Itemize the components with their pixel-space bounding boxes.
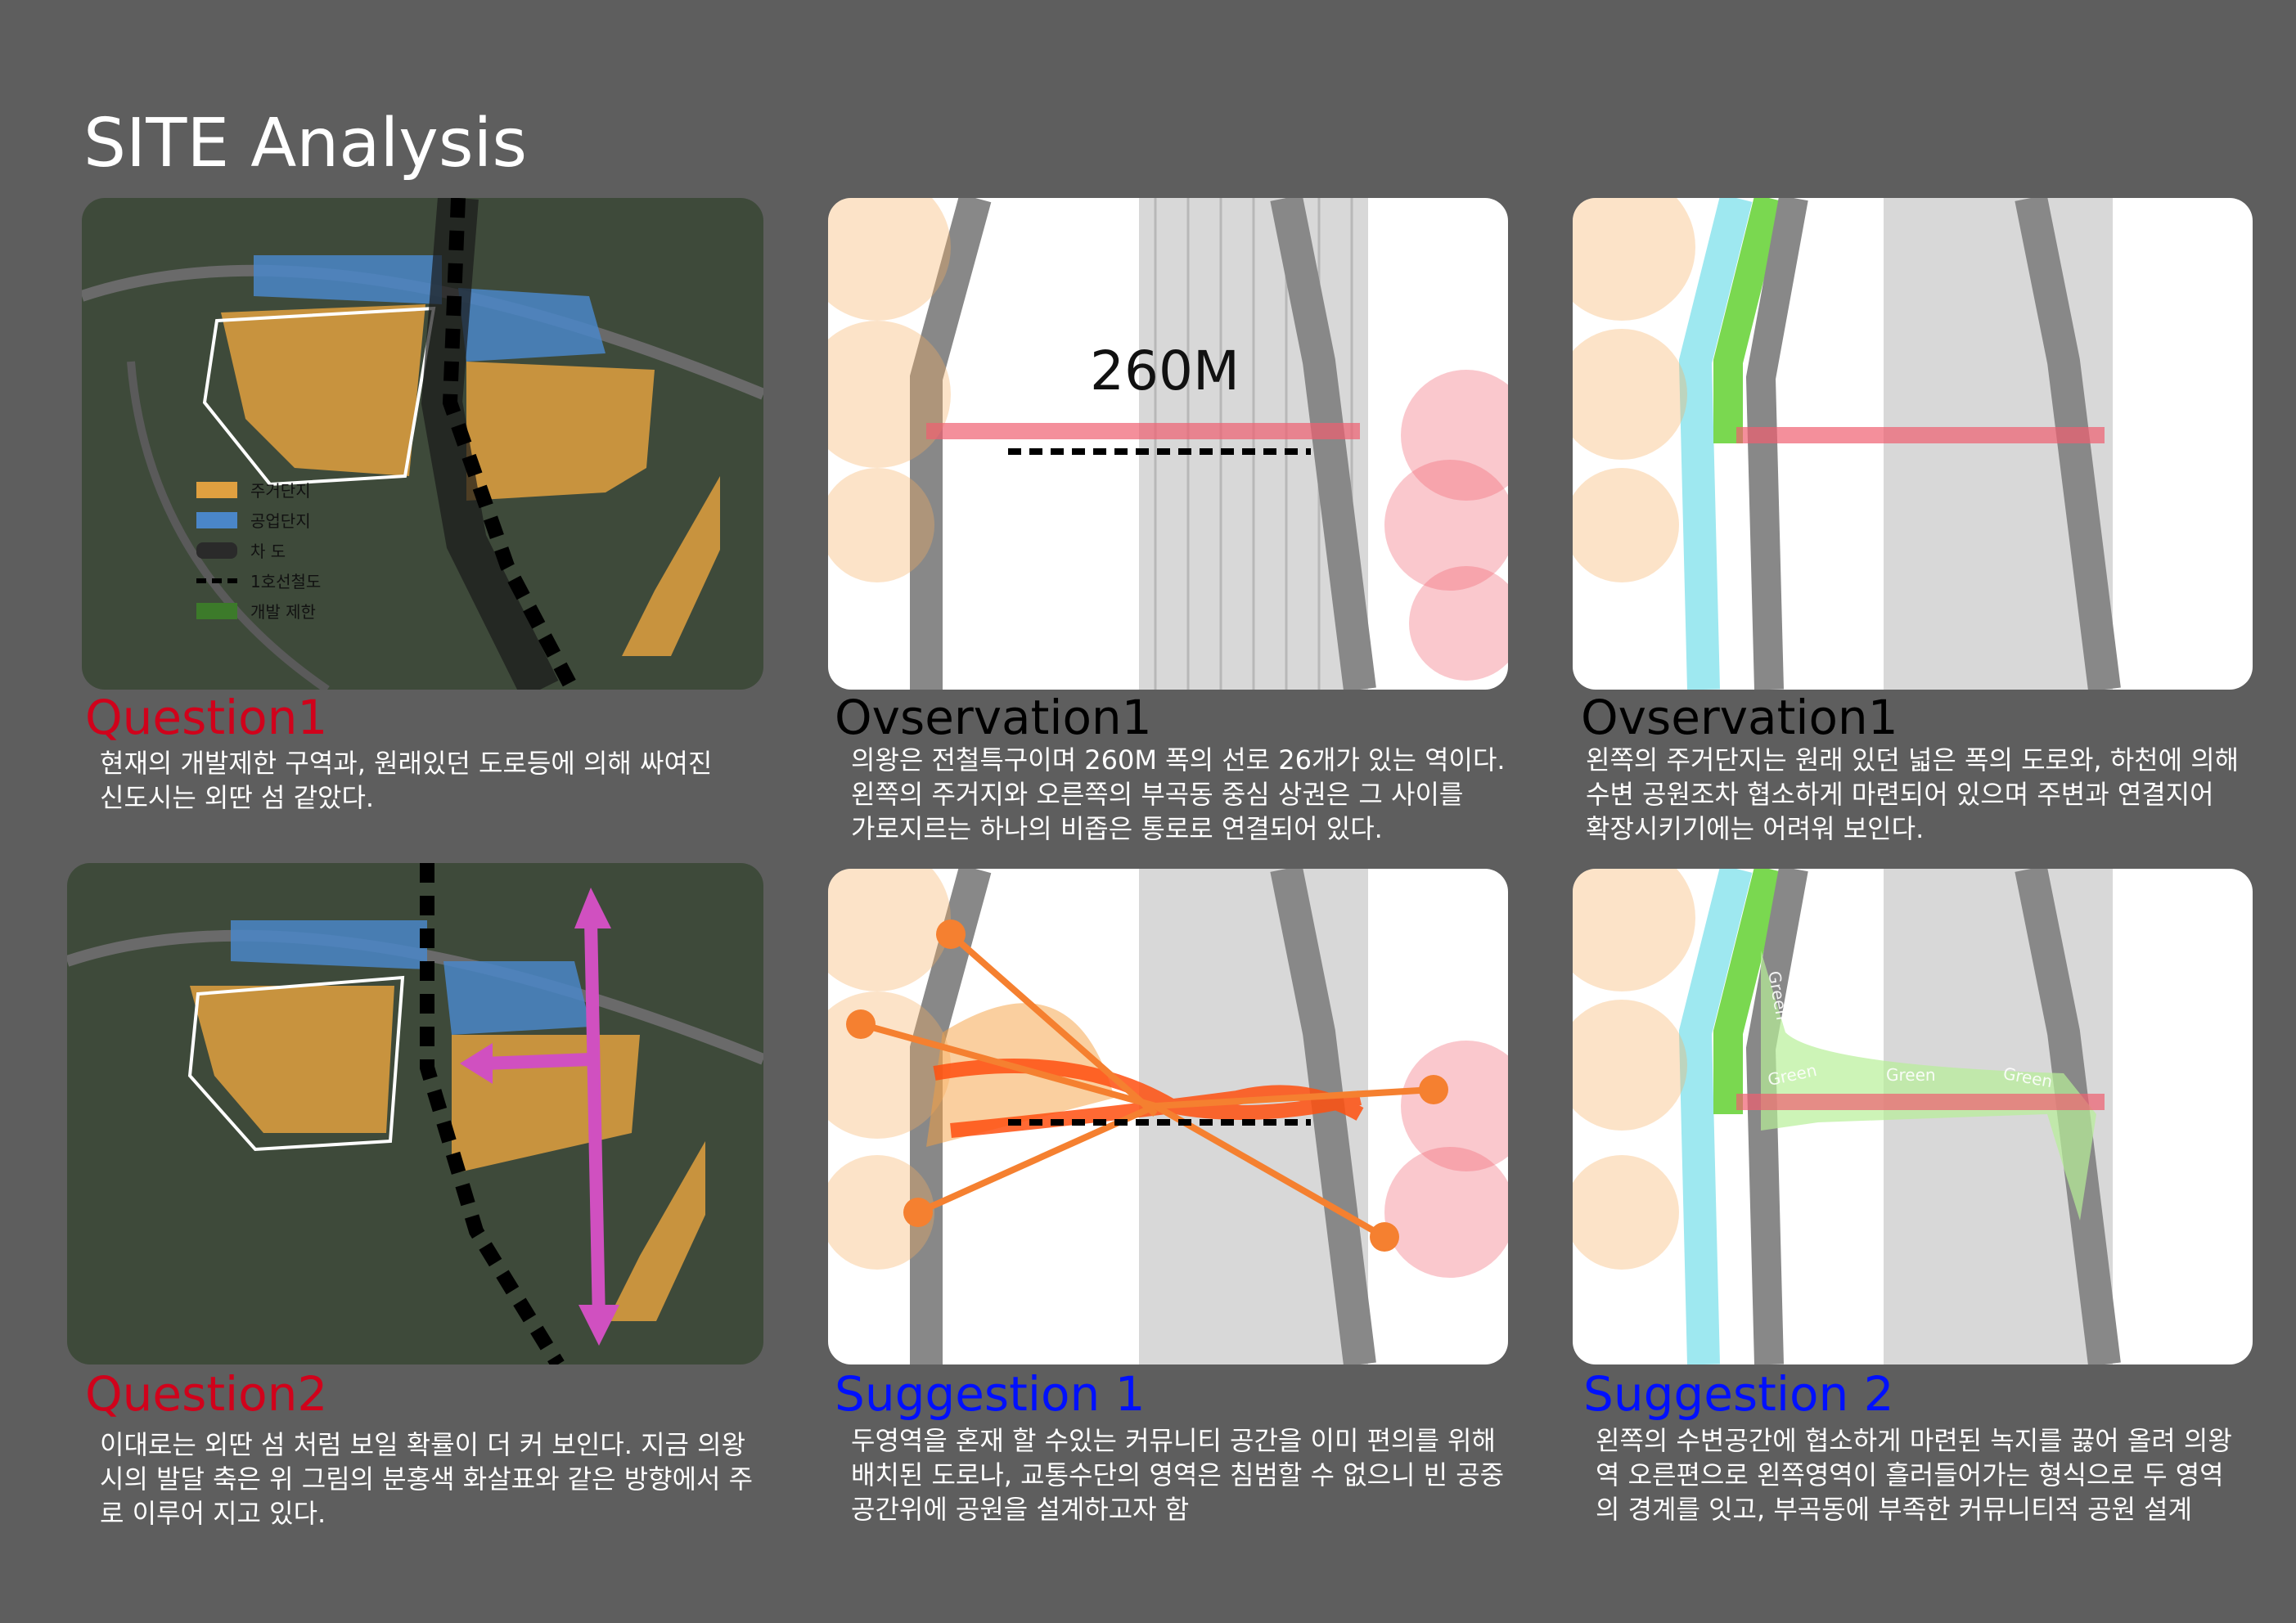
description-line: 시의 발달 축은 위 그림의 분홍색 화살표와 같은 방향에서 주 [100,1463,754,1495]
panel-heading: Suggestion 2 [1583,1366,1894,1422]
panel-heading: Ovservation1 [835,690,1152,745]
panel-description: 의왕은 전철특구이며 260M 폭의 선로 26개가 있는 역이다.왼쪽의 주거… [851,743,1555,846]
description-line: 로 이루어 지고 있다. [100,1498,326,1529]
description-line: 확장시키기에는 어려워 보인다. [1586,813,1925,844]
riverside-diagram-observation1 [1573,198,2253,690]
description-line: 왼쪽의 주거지와 오른쪽의 부곡동 중심 상권은 그 사이를 [851,779,1464,810]
description-line: 역 오른편으로 왼쪽영역이 흘러들어가는 형식으로 두 영역 [1596,1459,2224,1490]
description-line: 의 경계를 잇고, 부곡동에 부족한 커뮤니티적 공원 설계 [1596,1494,2193,1525]
legend-item-road: 차 도 [196,535,321,565]
aerial-map-question2 [67,863,763,1364]
green-link-suggestion2 [1573,869,2253,1364]
legend-label: 차 도 [250,542,286,561]
description-line: 의왕은 전철특구이며 260M 폭의 선로 26개가 있는 역이다. [851,744,1506,776]
panel-heading: Suggestion 1 [835,1366,1146,1422]
station-diagram-observation1 [828,198,1508,690]
page-title: SITE Analysis [83,105,528,182]
panel-heading: Question1 [85,690,328,745]
map-legend: 주거단지 공업단지 차 도 1호선철도 개발 제한 [196,474,321,626]
description-line: 가로지르는 하나의 비좁은 통로로 연결되어 있다. [851,813,1383,844]
legend-item-railway: 1호선철도 [196,565,321,596]
description-line: 현재의 개발제한 구역과, 원래있던 도로등에 의해 싸여진 [100,748,713,779]
community-bridge-suggestion1 [828,869,1508,1364]
description-line: 이대로는 외딴 섬 처럼 보일 확률이 더 커 보인다. 지금 의왕 [100,1429,746,1460]
legend-item-industrial: 공업단지 [196,505,321,535]
panel-heading: Question2 [85,1366,328,1422]
legend-item-greenbelt: 개발 제한 [196,596,321,626]
description-line: 두영역을 혼재 할 수있는 커뮤니티 공간을 이미 편의를 위해 [851,1425,1496,1456]
legend-label: 개발 제한 [250,602,316,622]
panel-heading: Ovservation1 [1581,690,1898,745]
description-line: 왼쪽의 수변공간에 협소하게 마련된 녹지를 끓어 올려 의왕 [1596,1425,2232,1456]
aerial-map-question1 [82,198,763,690]
green-label: Green [1886,1065,1936,1085]
description-line: 배치된 도로나, 교통수단의 영역은 침범할 수 없으니 빈 공중 [851,1459,1505,1490]
description-line: 공간위에 공원을 설계하고자 함 [851,1494,1190,1525]
legend-item-residential: 주거단지 [196,474,321,505]
description-line: 신도시는 외딴 섬 같았다. [100,782,375,813]
description-line: 수변 공원조차 협소하게 마련되어 있으며 주변과 연결지어 [1586,779,2214,810]
legend-label: 1호선철도 [250,572,322,591]
description-line: 왼쪽의 주거단지는 원래 있던 넓은 폭의 도로와, 하천에 의해 [1586,744,2240,776]
distance-label: 260M [1090,339,1240,402]
legend-label: 주거단지 [250,481,311,501]
legend-label: 공업단지 [250,511,311,531]
